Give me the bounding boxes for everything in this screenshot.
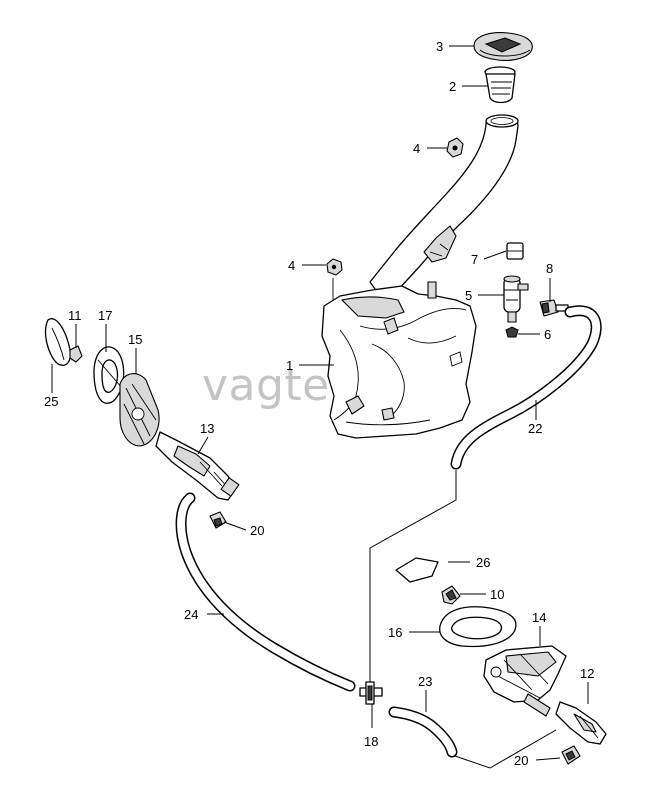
callout-3: 3 (436, 39, 443, 54)
callout-5: 5 (465, 288, 472, 303)
callout-15: 15 (128, 332, 142, 347)
part-nozzle-right (555, 701, 607, 745)
callout-25: 25 (44, 394, 58, 409)
part-jet-holder (119, 373, 160, 447)
callout-14: 14 (532, 610, 546, 625)
part-t-piece (359, 681, 383, 705)
callout-23: 23 (418, 674, 432, 689)
callout-20-lower: 20 (514, 753, 528, 768)
callout-13: 13 (200, 421, 214, 436)
callout-6: 6 (544, 327, 551, 342)
part-washer-pump (503, 275, 529, 323)
part-seal-ring (93, 346, 125, 404)
part-reservoir (321, 281, 477, 439)
part-seal (505, 326, 519, 338)
callout-2: 2 (449, 79, 456, 94)
part-nozzle-holder (483, 645, 567, 717)
callout-11: 11 (68, 308, 82, 323)
part-grommet (506, 242, 524, 260)
part-clip-10 (441, 585, 461, 605)
callout-8: 8 (546, 261, 553, 276)
part-connector-20-upper (209, 511, 227, 529)
callout-7: 7 (471, 252, 478, 267)
callout-12: 12 (580, 666, 594, 681)
part-telescopic-nozzle (155, 431, 240, 501)
callout-18: 18 (364, 734, 378, 749)
part-hose-22 (450, 305, 602, 470)
part-connector-8 (539, 299, 569, 317)
part-strainer (484, 66, 516, 104)
callout-16: 16 (388, 625, 402, 640)
callout-26: 26 (476, 555, 490, 570)
part-nut-upper (446, 137, 464, 158)
routing-line-23-20 (454, 729, 557, 769)
callout-24: 24 (184, 607, 198, 622)
part-clip-11 (69, 345, 83, 363)
part-hose-24 (175, 492, 356, 692)
part-connector-20-lower (561, 745, 581, 765)
routing-line-22-18 (369, 470, 457, 684)
callout-numbers: 3 2 4 4 1 7 5 6 8 22 11 17 15 25 13 20 2… (44, 39, 594, 768)
callout-1: 1 (286, 358, 293, 373)
callout-20-upper: 20 (250, 523, 264, 538)
part-nut-lower (326, 258, 343, 300)
callout-4-upper: 4 (413, 141, 420, 156)
callout-22: 22 (528, 421, 542, 436)
part-filler-cap (473, 32, 533, 61)
part-cover-left (44, 318, 72, 366)
callout-4-lower: 4 (288, 258, 295, 273)
part-cover-right (395, 557, 439, 583)
part-filler-neck (369, 114, 519, 297)
callout-10: 10 (490, 587, 504, 602)
part-seal-frame (439, 606, 517, 648)
callout-17: 17 (98, 308, 112, 323)
leader-lines (51, 45, 589, 761)
part-hose-23 (388, 706, 458, 758)
